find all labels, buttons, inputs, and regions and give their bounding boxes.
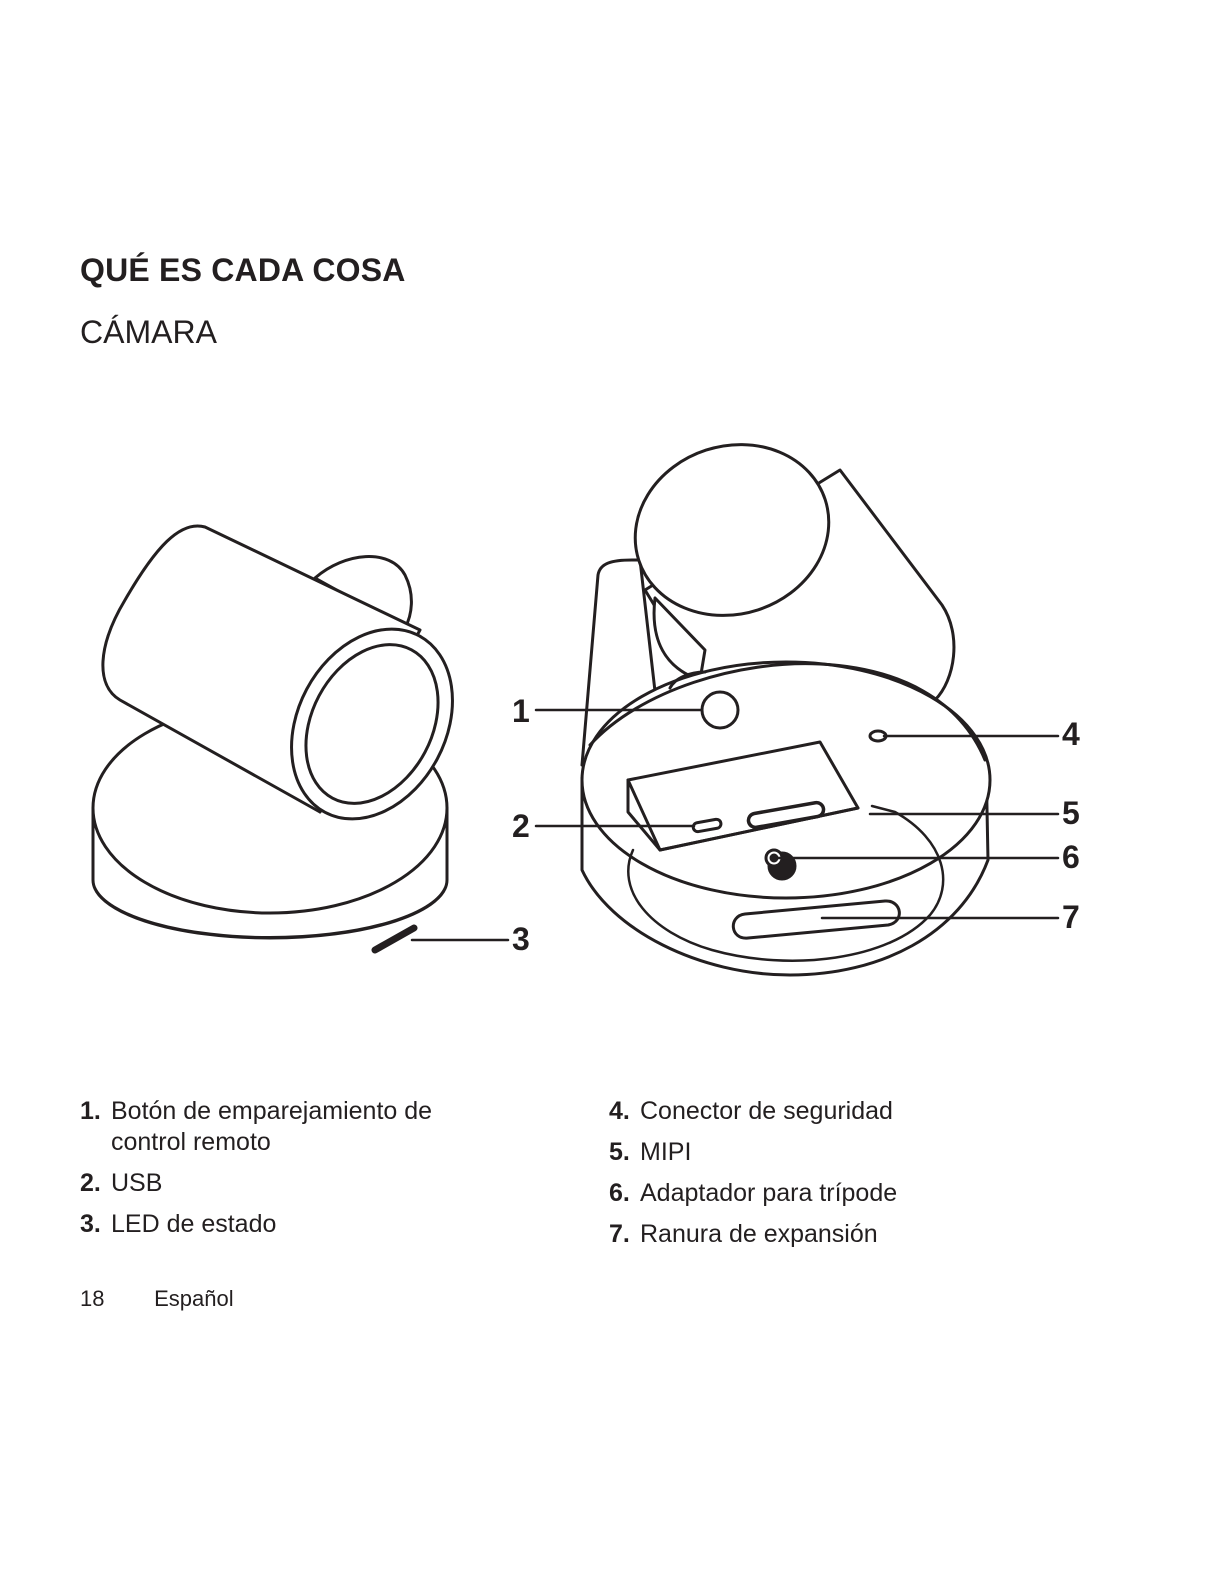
legend-number: 4. — [609, 1096, 640, 1127]
callout-6: 6 — [1062, 839, 1080, 875]
callout-1: 1 — [512, 693, 530, 729]
callout-2: 2 — [512, 808, 530, 844]
legend-number: 1. — [80, 1096, 111, 1158]
legend-item: 5. MIPI — [609, 1137, 1129, 1168]
legend-number: 3. — [80, 1209, 111, 1240]
legend-list-left: 1. Botón de emparejamiento de control re… — [80, 1096, 500, 1250]
legend-list-right: 4. Conector de seguridad 5. MIPI 6. Adap… — [609, 1096, 1129, 1260]
legend-number: 6. — [609, 1178, 640, 1209]
camera-bottom-illustration — [582, 420, 990, 975]
legend-item: 7. Ranura de expansión — [609, 1219, 1129, 1250]
legend-item: 3. LED de estado — [80, 1209, 500, 1240]
camera-diagram: 1 2 3 4 5 6 7 — [0, 400, 1219, 1040]
page-title: QUÉ ES CADA COSA — [80, 252, 406, 289]
status-led-slot — [375, 928, 414, 950]
section-subtitle: CÁMARA — [80, 314, 217, 351]
legend-item: 1. Botón de emparejamiento de control re… — [80, 1096, 500, 1158]
legend-number: 5. — [609, 1137, 640, 1168]
callout-3: 3 — [512, 921, 530, 957]
callout-5: 5 — [1062, 795, 1080, 831]
page-footer: 18 Español — [80, 1286, 234, 1312]
footer-language: Español — [154, 1286, 234, 1311]
legend-text: Botón de emparejamiento de control remot… — [111, 1096, 441, 1158]
callout-4: 4 — [1062, 716, 1080, 752]
legend-item: 4. Conector de seguridad — [609, 1096, 1129, 1127]
legend-number: 7. — [609, 1219, 640, 1250]
callout-7: 7 — [1062, 899, 1080, 935]
legend-text: MIPI — [640, 1137, 1129, 1168]
legend-number: 2. — [80, 1168, 111, 1199]
legend-item: 2. USB — [80, 1168, 500, 1199]
legend-item: 6. Adaptador para trípode — [609, 1178, 1129, 1209]
legend-text: Adaptador para trípode — [640, 1178, 1129, 1209]
page-number: 18 — [80, 1286, 148, 1312]
legend-text: Conector de seguridad — [640, 1096, 1129, 1127]
pairing-button-icon — [702, 692, 738, 728]
legend-text: USB — [111, 1168, 500, 1199]
camera-front-illustration — [93, 526, 484, 950]
legend-text: Ranura de expansión — [640, 1219, 1129, 1250]
legend-text: LED de estado — [111, 1209, 500, 1240]
